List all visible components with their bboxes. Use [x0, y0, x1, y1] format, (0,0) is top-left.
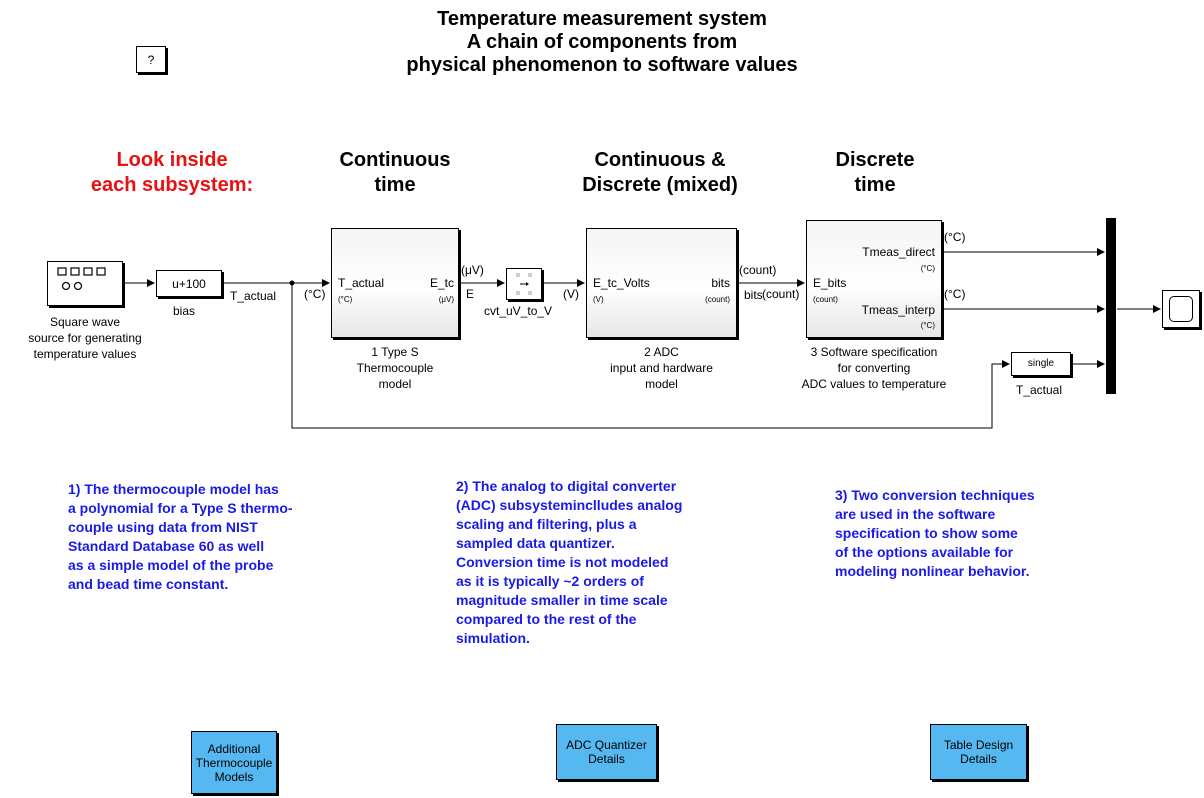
- adc-out-unit: (count): [705, 295, 730, 304]
- note-software: 3) Two conversion techniques are used in…: [835, 487, 1035, 579]
- table-design-details-button[interactable]: Table Design Details: [930, 724, 1027, 780]
- wire-count-label-2: (count): [762, 287, 800, 301]
- mux-block[interactable]: [1106, 218, 1116, 394]
- adc-in-unit: (V): [593, 295, 604, 304]
- bias-expression: u+100: [172, 276, 206, 291]
- diagram-title: Temperature measurement system A chain o…: [406, 8, 798, 76]
- thermocouple-subsystem[interactable]: T_actual (°C) E_tc (μV): [331, 228, 459, 338]
- wire-e-label: E: [466, 287, 475, 301]
- help-button[interactable]: ?: [136, 46, 166, 73]
- adc-out-port: bits: [711, 276, 730, 290]
- square-wave-source-block[interactable]: [47, 261, 123, 306]
- thermocouple-models-button[interactable]: Additional Thermocouple Models: [191, 731, 277, 794]
- wire-bits-label: bits: [744, 288, 763, 302]
- wire-unit-celsius: (°C): [304, 287, 326, 301]
- cvt-name: cvt_uV_to_V: [484, 304, 553, 318]
- bias-block[interactable]: u+100: [156, 270, 222, 297]
- sw-out-unit-direct: (°C): [920, 264, 935, 273]
- sw-out-unit-interp: (°C): [920, 321, 935, 330]
- note-thermocouple: 1) The thermocouple model has a polynomi…: [68, 481, 293, 592]
- sw-in-port: E_bits: [813, 276, 847, 290]
- single-block-label: single: [1027, 358, 1055, 369]
- bias-name: bias: [173, 304, 196, 318]
- wire-out-celsius-1: (°C): [944, 230, 966, 244]
- section-mixed-heading: Continuous & Discrete (mixed): [582, 149, 738, 196]
- adc-caption: 2 ADC input and hardware model: [610, 345, 713, 391]
- wire-unit-microvolt: (μV): [461, 263, 484, 277]
- thermo-out-unit: (μV): [438, 295, 454, 304]
- scope-block[interactable]: [1162, 290, 1200, 328]
- look-inside-callout: Look inside each subsystem:: [90, 149, 254, 196]
- cvt-uv-to-v-block[interactable]: [506, 268, 542, 300]
- wire-count-label-1: (count): [739, 263, 777, 277]
- t-actual-signal-label: T_actual: [230, 289, 277, 303]
- note-adc: 2) The analog to digital converter (ADC)…: [456, 478, 683, 646]
- single-block-name: T_actual: [1016, 383, 1063, 397]
- source-caption: Square wave source for generating temper…: [28, 315, 142, 361]
- adc-quantizer-details-button[interactable]: ADC Quantizer Details: [556, 724, 657, 780]
- adc-in-port: E_tc_Volts: [593, 276, 650, 290]
- adc-subsystem[interactable]: E_tc_Volts (V) bits (count): [586, 228, 737, 338]
- software-spec-caption: 3 Software specification for converting …: [801, 345, 947, 391]
- software-spec-subsystem[interactable]: E_bits (count) Tmeas_direct (°C) Tmeas_i…: [806, 220, 942, 338]
- section-discrete-heading: Discrete time: [835, 149, 915, 196]
- single-conversion-block[interactable]: single: [1011, 352, 1071, 376]
- sw-out-port-interp: Tmeas_interp: [861, 303, 935, 317]
- scope-screen-icon: [1169, 296, 1193, 322]
- wire-out-celsius-2: (°C): [944, 287, 966, 301]
- conversion-icon: [516, 273, 532, 295]
- thermo-out-port: E_tc: [429, 276, 454, 290]
- sw-out-port-direct: Tmeas_direct: [862, 245, 935, 259]
- thermocouple-caption: 1 Type S Thermocouple model: [356, 345, 434, 391]
- sw-in-unit: (count): [813, 295, 838, 304]
- thermo-in-port: T_actual: [338, 276, 385, 290]
- section-continuous-heading: Continuous time: [339, 149, 451, 196]
- thermo-in-unit: (°C): [338, 295, 353, 304]
- square-wave-icon: [57, 267, 106, 291]
- wire-unit-volt: (V): [563, 287, 579, 301]
